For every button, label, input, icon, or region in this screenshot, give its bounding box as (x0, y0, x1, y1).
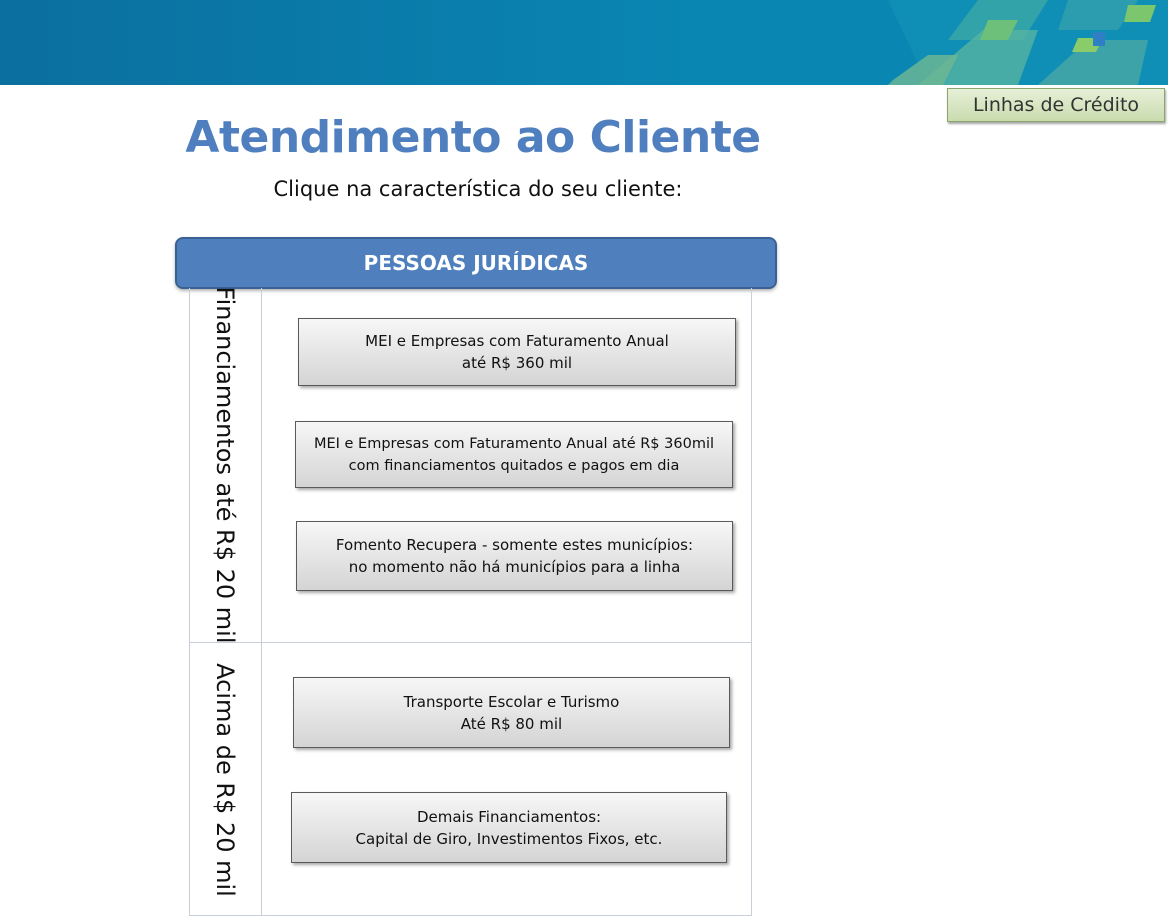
option-line: no momento não há municípios para a linh… (348, 558, 681, 576)
option-line: Capital de Giro, Investimentos Fixos, et… (355, 829, 663, 848)
top-banner (0, 0, 1168, 85)
page-subtitle: Clique na característica do seu cliente: (273, 177, 683, 201)
option-line: com financiamentos quitados e pagos em d… (348, 457, 680, 474)
option-transport-tourism-button[interactable]: Transporte Escolar e Turismo Até R$ 80 m… (293, 677, 730, 748)
option-mei-360k-paid-button[interactable]: MEI e Empresas com Faturamento Anual até… (295, 421, 733, 488)
option-line: Fomento Recupera - somente estes municíp… (335, 536, 694, 554)
page-title: Atendimento ao Cliente (185, 112, 761, 163)
banner-decoration (888, 0, 1168, 85)
option-line: MEI e Empresas com Faturamento Anual até… (313, 435, 715, 452)
row-divider (189, 642, 752, 643)
option-fomento-recupera-button[interactable]: Fomento Recupera - somente estes municíp… (296, 521, 733, 591)
option-mei-360k-button[interactable]: MEI e Empresas com Faturamento Anual até… (298, 318, 736, 386)
options-table (189, 288, 752, 916)
section-header: PESSOAS JURÍDICAS (175, 237, 777, 289)
option-other-financing-button[interactable]: Demais Financiamentos: Capital de Giro, … (291, 792, 727, 863)
option-line: até R$ 360 mil (461, 354, 573, 372)
option-line: MEI e Empresas com Faturamento Anual (365, 332, 669, 350)
column-divider (261, 642, 262, 916)
option-line: Até R$ 80 mil (460, 714, 563, 733)
option-line: Transporte Escolar e Turismo (403, 692, 620, 711)
credit-lines-button[interactable]: Linhas de Crédito (947, 88, 1165, 122)
column-divider (261, 288, 262, 642)
option-line: Demais Financiamentos: (416, 807, 602, 826)
